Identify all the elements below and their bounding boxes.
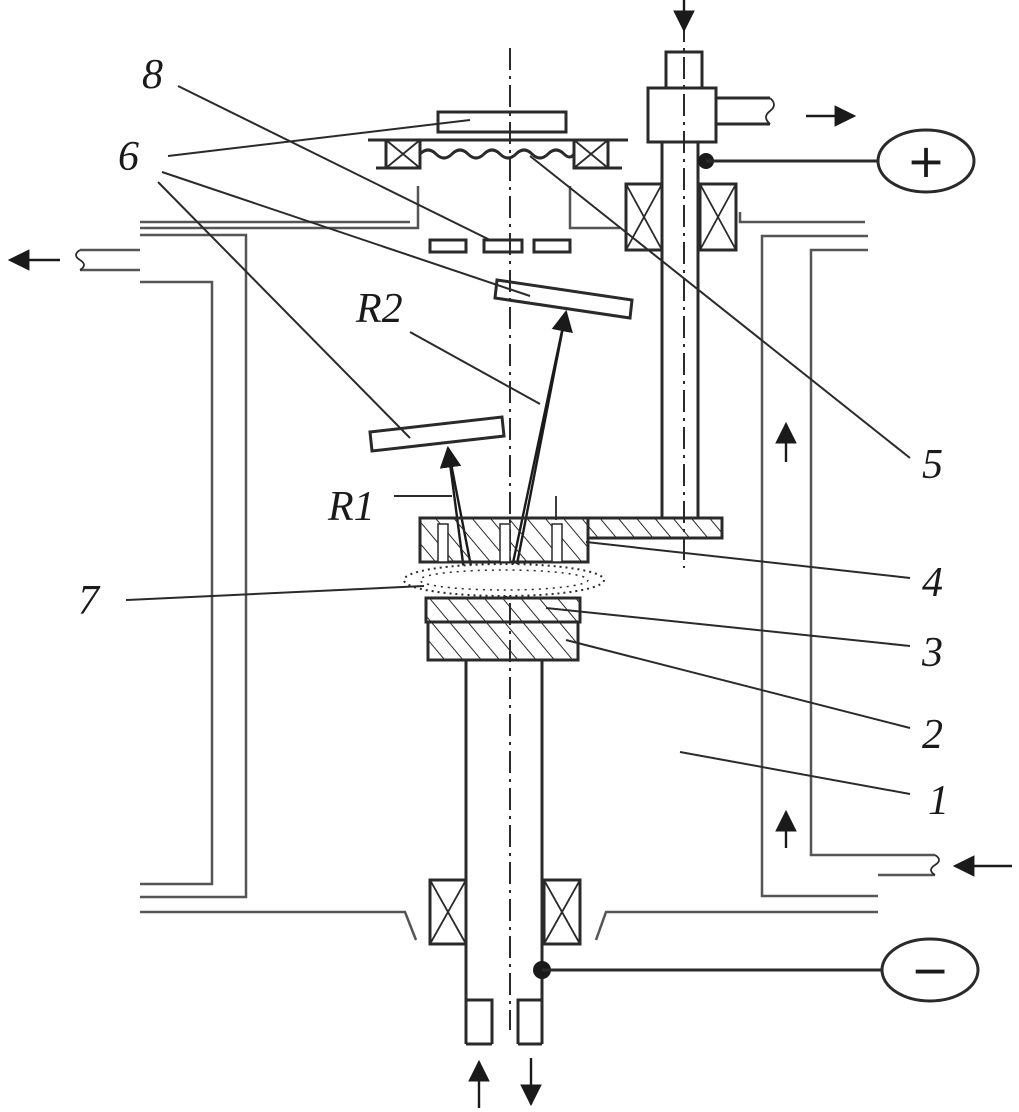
leader-lines [125, 85, 911, 795]
top-mirror-plate [436, 110, 568, 134]
label-2: 2 [922, 712, 943, 758]
cathode-plate [426, 620, 580, 662]
label-r2: R2 [355, 286, 403, 332]
anode-plate [418, 496, 724, 564]
rod-insulator-left [624, 182, 664, 252]
cathode-terminal: − [533, 937, 980, 1003]
target-plate [424, 596, 582, 624]
label-3: 3 [921, 630, 943, 676]
plasma-region [403, 563, 605, 597]
anode-plus-label: + [907, 134, 946, 188]
anode-feed-rod [646, 20, 775, 568]
cooling-jacket-right [760, 234, 940, 898]
label-4: 4 [922, 560, 943, 606]
grid-electrode [428, 238, 572, 254]
label-6: 6 [118, 134, 139, 180]
chamber-left-wall [75, 233, 248, 899]
rod-insulator-right [698, 182, 738, 252]
stem-insulator-left [428, 878, 468, 946]
label-5: 5 [922, 442, 943, 488]
anode-terminal: + [698, 128, 976, 194]
stem-insulator-right [542, 878, 582, 946]
cathode-minus-label: − [911, 943, 950, 997]
cathode-stem [464, 660, 544, 1046]
label-7: 7 [78, 578, 101, 624]
chamber-bottom [140, 910, 878, 941]
tilted-plate-lower [368, 415, 506, 453]
label-8: 8 [142, 52, 163, 98]
label-r1: R1 [327, 484, 375, 530]
chamber-top [140, 186, 865, 230]
top-flange [368, 138, 628, 170]
label-1: 1 [928, 778, 949, 824]
tilted-plate-upper [493, 278, 634, 320]
